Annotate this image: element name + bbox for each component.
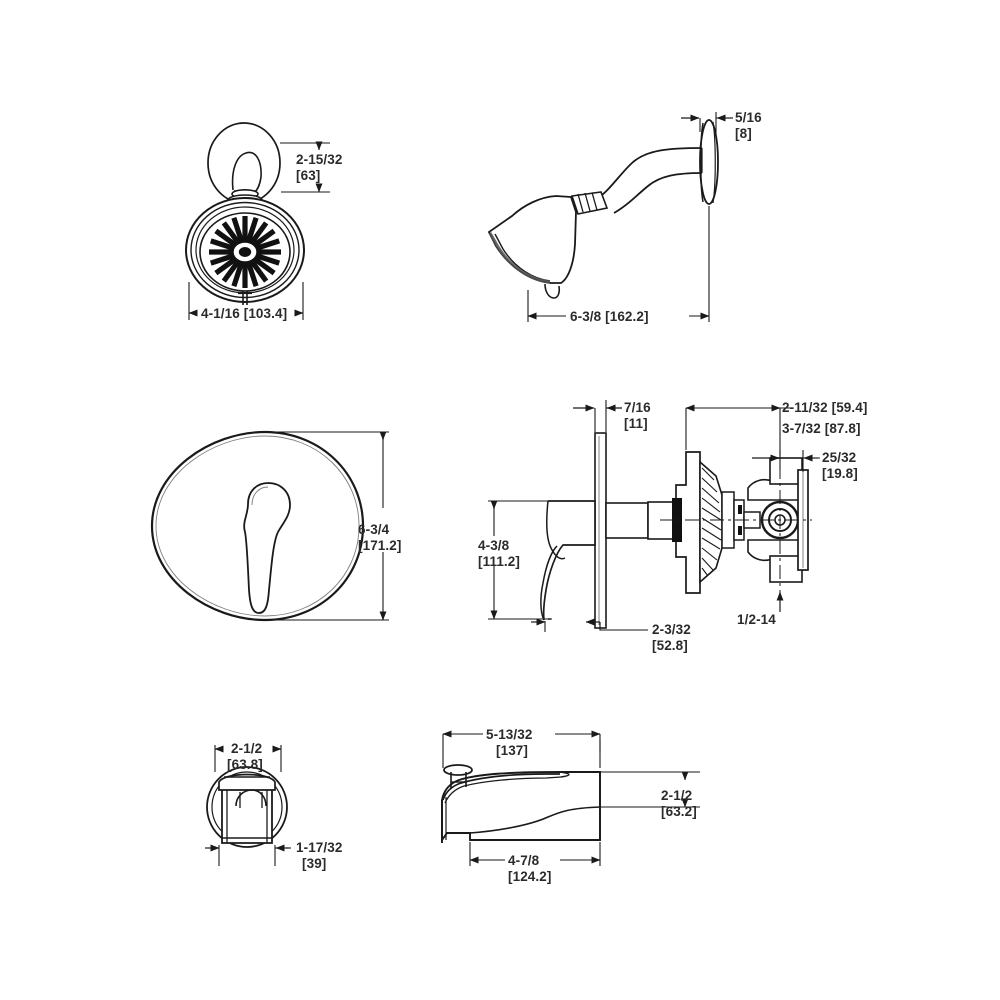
diverter-knob-stem <box>450 772 467 789</box>
dim-label-projection: 6-3/8 [162.2] <box>570 309 649 324</box>
dim-label-handle-height-metric: [111.2] <box>478 554 520 569</box>
diverter-knob-cap[interactable] <box>443 764 473 776</box>
dim-label-spout-outlet-metric: [124.2] <box>508 869 551 884</box>
spray-nozzle-array <box>209 216 281 288</box>
dim-label-trim-diameter-metric: [171.2] <box>358 538 401 553</box>
view-tub-spout: 5-13/32 [137] 2-1/2 [63.2] 4-7/8 [124.2] <box>441 727 700 884</box>
valve-escutcheon-plate <box>594 432 607 629</box>
shower-arm-coupling-nut <box>570 191 609 215</box>
dim-label-plate-thickness-metric: [11] <box>624 416 648 431</box>
view-showerhead-front: 2-15/32 [63] 4-1/16 [103.4] <box>185 122 343 321</box>
dimension-spout-height: 2-1/2 [63.2] <box>600 771 700 819</box>
tub-spout-upper-sweep-inner <box>444 776 562 804</box>
coupling-knurl-lines <box>577 192 598 213</box>
showerhead-swivel-neck <box>231 151 262 193</box>
dimension-handle-width: 2-1/2 [63.8] <box>214 741 282 772</box>
dim-label-outlet-metric: [19.8] <box>822 466 858 481</box>
dimension-handle-projection: 2-3/32 [52.8] <box>531 618 691 653</box>
dim-label-handle-height-imperial: 4-3/8 <box>478 538 510 553</box>
dimension-flange-thickness: 5/16 [8] <box>681 110 762 141</box>
valve-hub-collar <box>605 502 649 539</box>
shower-arm-top-edge <box>596 147 703 200</box>
dimension-port-spacing: 2-11/32 [59.4] 3-7/32 [87.8] <box>685 400 867 456</box>
dim-label-port-spacing: 2-11/32 [59.4] <box>782 400 867 415</box>
dim-label-handle-depth-imperial: 1-17/32 <box>296 840 343 855</box>
tub-spout-diverter-knob[interactable] <box>443 764 473 789</box>
valve-handle-tail <box>540 545 558 621</box>
showerhead-drip-tip <box>544 283 561 299</box>
dimension-spout-length: 5-13/32 [137] <box>442 727 601 768</box>
dim-label-spout-length-metric: [137] <box>496 743 528 758</box>
dim-label-body-depth: 3-7/32 [87.8] <box>782 421 861 436</box>
dim-label-handle-width-imperial: 2-1/2 <box>231 741 262 756</box>
handle-lever-legs <box>239 792 263 808</box>
dimension-outlet-size: 25/32 [19.8] <box>752 450 858 481</box>
dim-label-trim-diameter-imperial: 6-3/4 <box>358 522 390 537</box>
handle-lever-arch <box>235 789 267 807</box>
view-handle-front: 2-1/2 [63.8] 1-17/32 [39] <box>205 741 343 871</box>
dim-label-handle-depth-metric: [39] <box>302 856 326 871</box>
view-trim-plate-front: 6-3/4 [171.2] <box>150 430 401 622</box>
valve-seal-plug-lower <box>738 526 742 535</box>
tub-spout-shoulder <box>559 771 570 778</box>
dim-label-showerhead-width: 4-1/16 [103.4] <box>201 306 287 321</box>
hp-leader <box>599 622 648 631</box>
view-valve-section: 7/16 [11] 4-3/8 [111.2] 2-3/32 [52.8] <box>478 400 867 653</box>
dimension-trim-plate-diameter: 6-3/4 [171.2] <box>265 431 401 621</box>
valve-handle-profile <box>542 500 596 621</box>
trim-plate-inner-edge <box>155 435 360 617</box>
dimension-showerhead-width: 4-1/16 [103.4] <box>188 282 304 321</box>
valve-handle-inner-curve <box>546 500 566 560</box>
callout-label-thread: 1/2-14 <box>737 612 776 627</box>
handle-body-block <box>221 784 273 844</box>
trim-handle-highlight <box>251 486 269 506</box>
dim-label-handle-projection-metric: [52.8] <box>652 638 688 653</box>
valve-lower-port-hex <box>769 555 803 583</box>
dim-label-outlet-imperial: 25/32 <box>822 450 856 465</box>
shower-arm-bottom-edge <box>613 172 703 214</box>
dim-label-handle-projection-imperial: 2-3/32 <box>652 622 691 637</box>
callout-thread-size: 1/2-14 <box>737 591 784 627</box>
dim-label-spout-height-imperial: 2-1/2 <box>661 788 692 803</box>
dim-label-plate-thickness-imperial: 7/16 <box>624 400 651 415</box>
sl-ext-verticals <box>442 734 601 752</box>
view-showerhead-side: 5/16 [8] 6-3/8 [162.2] <box>487 110 762 324</box>
flange-outer-edge <box>712 121 716 204</box>
valve-stem-extension <box>743 511 761 529</box>
dim-label-flange-metric: [8] <box>735 126 752 141</box>
dimension-plate-thickness: 7/16 [11] <box>573 400 651 432</box>
coupling-body <box>570 191 609 215</box>
dimension-spout-outlet-length: 4-7/8 [124.2] <box>469 842 601 884</box>
tub-spout-lower-sweep <box>469 806 601 834</box>
dimension-showerhead-height: 2-15/32 [63] <box>280 141 343 193</box>
dimension-handle-depth: 1-17/32 [39] <box>205 840 343 871</box>
dim-label-spout-length-imperial: 5-13/32 <box>486 727 533 742</box>
valve-cartridge-hatch <box>701 467 722 577</box>
dim-label-spout-outlet-imperial: 4-7/8 <box>508 853 540 868</box>
flange-inner-edge <box>700 122 704 203</box>
showerhead-face-shading <box>488 232 551 284</box>
valve-seal-plug-upper <box>738 505 742 514</box>
dimension-handle-height: 4-3/8 [111.2] <box>478 500 552 620</box>
dim-label-showerhead-height-metric: [63] <box>296 168 320 183</box>
dimension-projection: 6-3/8 [162.2] <box>527 206 710 324</box>
handle-body-edges <box>226 786 268 843</box>
dim-label-showerhead-height-imperial: 2-15/32 <box>296 152 343 167</box>
valve-mounting-flange <box>675 451 701 594</box>
dim-label-flange-imperial: 5/16 <box>735 110 762 125</box>
spray-center-nozzle <box>238 247 252 257</box>
handle-top-cap <box>218 773 276 791</box>
dim-label-spout-height-metric: [63.2] <box>661 804 697 819</box>
trim-handle-lever <box>243 482 291 614</box>
dim-label-handle-width-metric: [63.8] <box>227 757 263 772</box>
valve-body-assembly <box>660 440 812 600</box>
valve-seal-gasket <box>672 498 682 542</box>
